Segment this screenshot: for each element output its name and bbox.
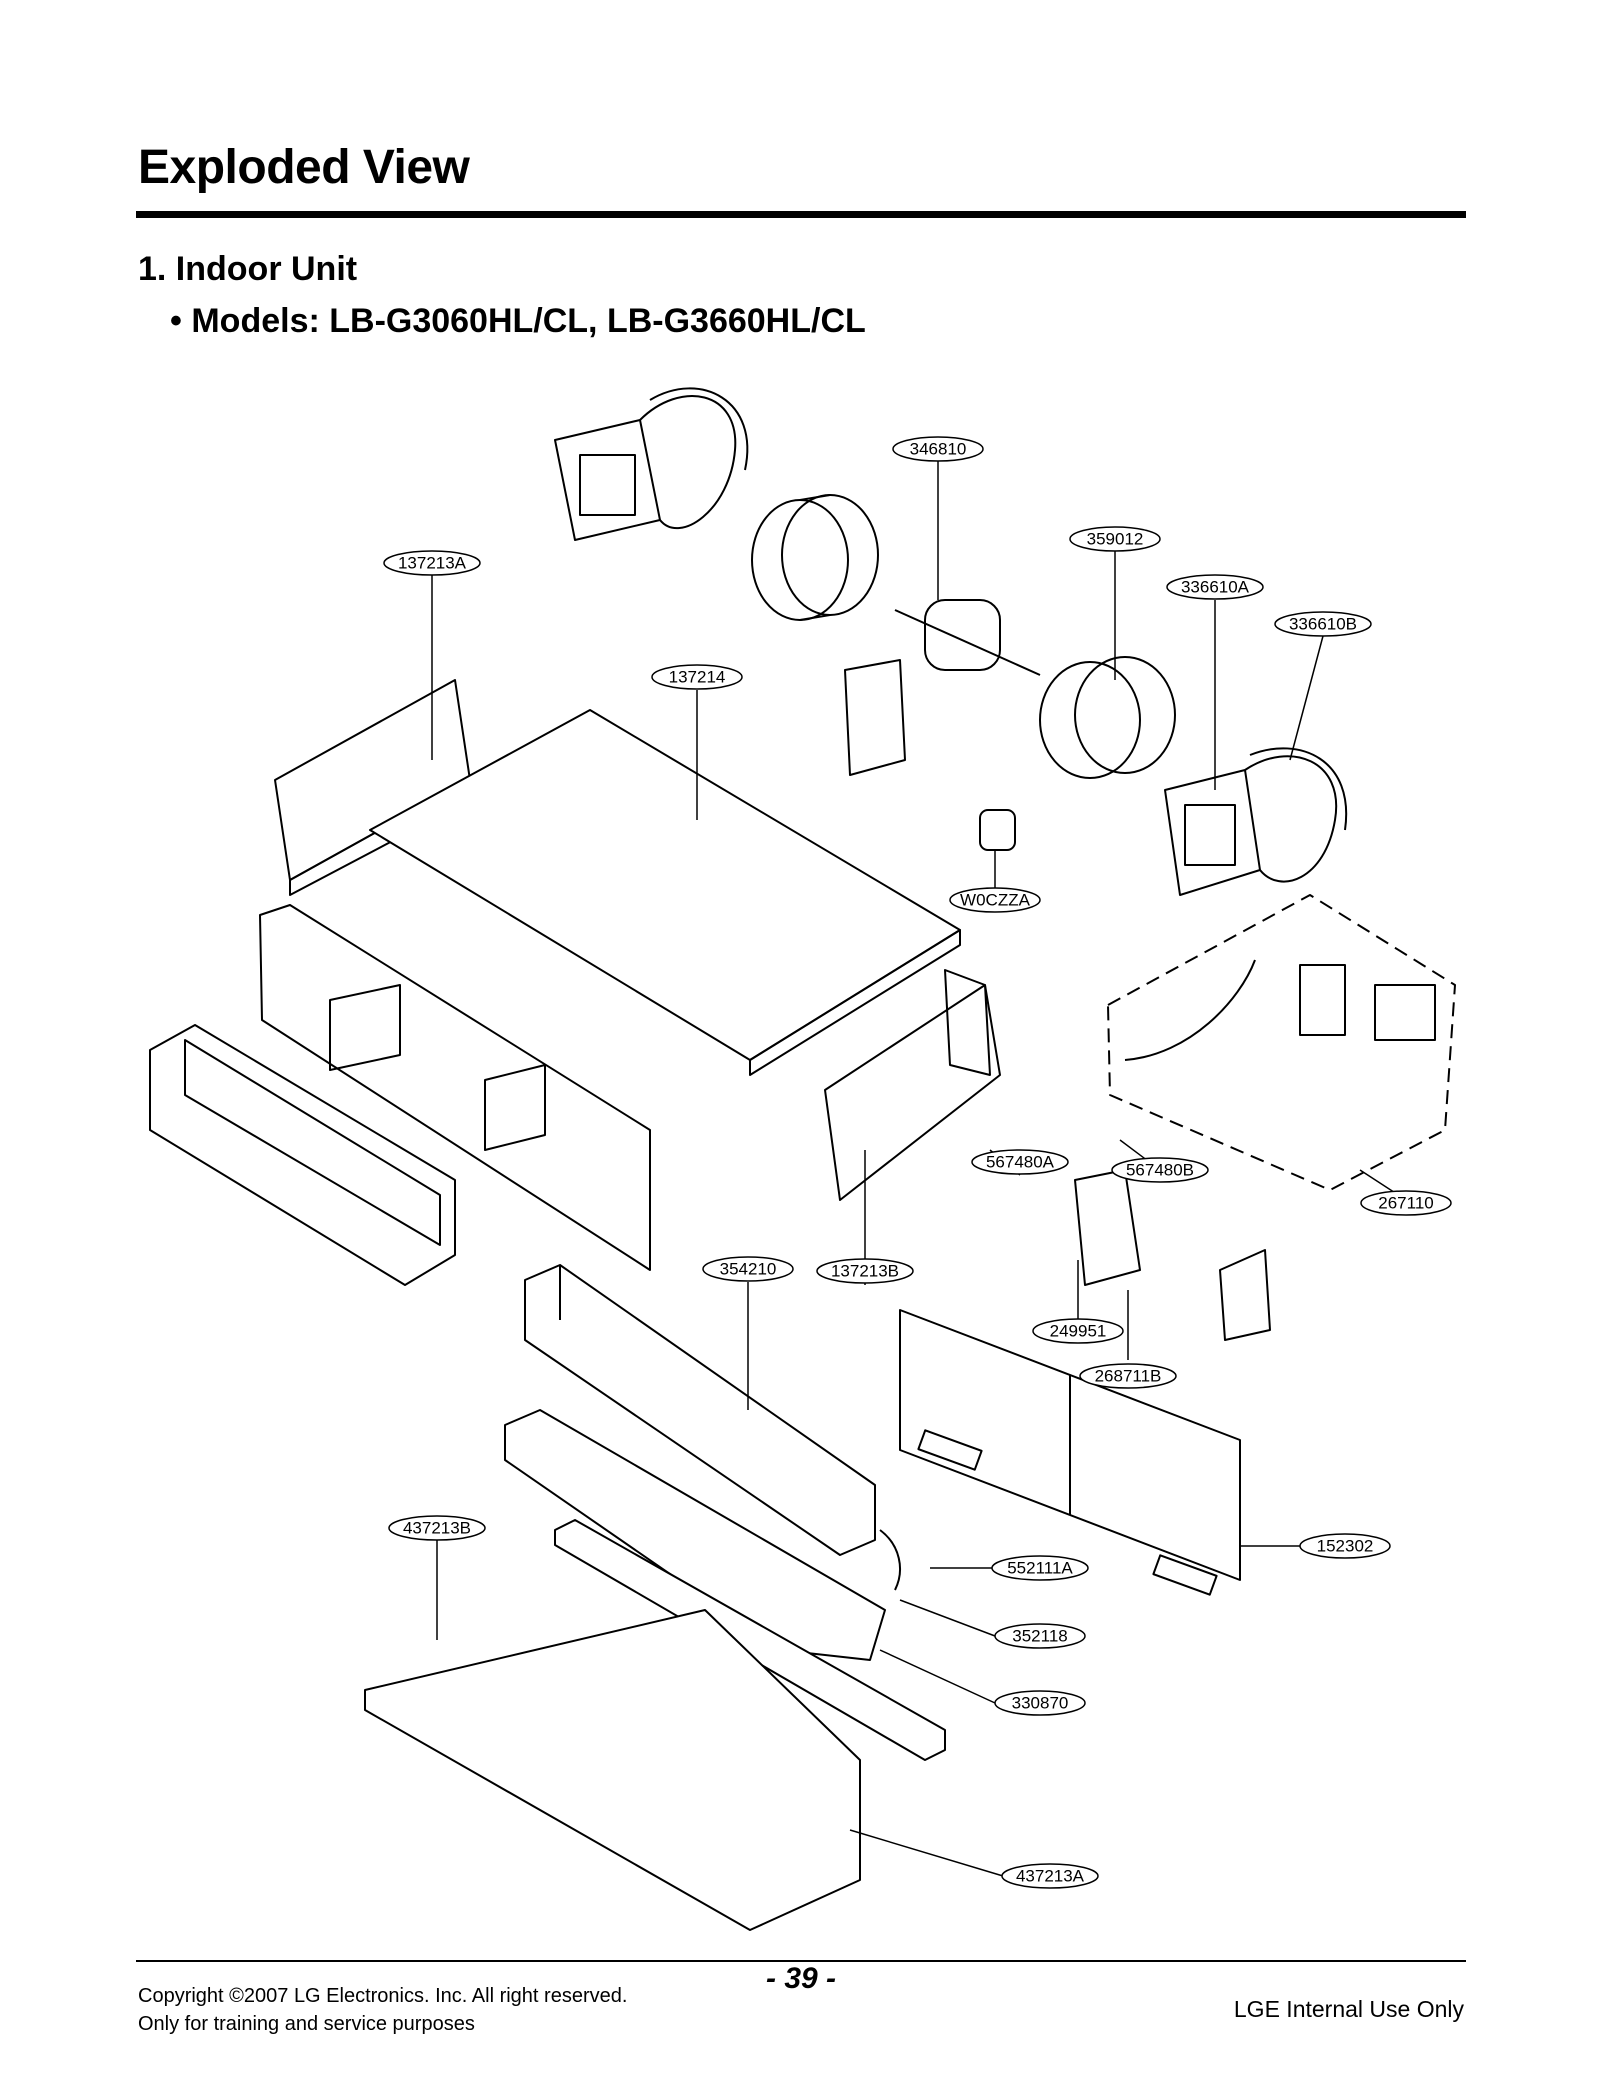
blower-wheel-right bbox=[1039, 656, 1176, 779]
part-label-359012: 359012 bbox=[1087, 530, 1144, 549]
control-box bbox=[1074, 1169, 1141, 1286]
duct-flange bbox=[149, 1024, 456, 1286]
capacitor bbox=[979, 809, 1016, 851]
footer-copyright-block: Copyright ©2007 LG Electronics. Inc. All… bbox=[138, 1982, 627, 2038]
filter-clip-lower bbox=[1152, 1554, 1218, 1596]
page-number: - 39 - bbox=[766, 1962, 837, 1995]
remote-controller-group bbox=[1107, 894, 1456, 1191]
part-label-336610b: 336610B bbox=[1289, 615, 1357, 634]
blower-wheel-left bbox=[751, 494, 879, 621]
part-label-336610a: 336610A bbox=[1181, 578, 1250, 597]
blower-housing-right bbox=[1164, 747, 1348, 896]
footer-purpose: Only for training and service purposes bbox=[138, 2013, 475, 2035]
models-line: • Models: LB-G3060HL/CL, LB-G3660HL/CL bbox=[170, 302, 866, 340]
motor-bracket bbox=[844, 659, 906, 776]
bottom-panel bbox=[364, 1609, 861, 1931]
page-title: Exploded View bbox=[138, 141, 470, 194]
part-label-152302: 152302 bbox=[1317, 1537, 1374, 1556]
heat-exchanger bbox=[524, 1264, 876, 1556]
title-divider bbox=[136, 211, 1466, 218]
fan-motor bbox=[894, 599, 1041, 676]
control-cover bbox=[1219, 1249, 1271, 1341]
blower-housing-left bbox=[554, 387, 749, 541]
footer-divider bbox=[136, 1960, 1466, 1962]
footer-internal-use: LGE Internal Use Only bbox=[1233, 1996, 1464, 2022]
part-label-w0czza: W0CZZA bbox=[960, 891, 1031, 910]
drain-pan bbox=[504, 1409, 886, 1661]
part-label-552111a: 552111A bbox=[1007, 1559, 1073, 1578]
part-label-137214: 137214 bbox=[669, 668, 726, 687]
footer-copyright: Copyright ©2007 LG Electronics. Inc. All… bbox=[138, 1985, 628, 2007]
part-label-346810: 346810 bbox=[910, 440, 967, 459]
air-filter bbox=[899, 1309, 1241, 1581]
part-label-352118: 352118 bbox=[1012, 1627, 1067, 1646]
part-label-437213a: 437213A bbox=[1016, 1867, 1085, 1886]
part-label-330870: 330870 bbox=[1012, 1694, 1069, 1713]
part-label-137213b: 137213B bbox=[831, 1262, 899, 1281]
part-label-137213a: 137213A bbox=[398, 554, 467, 573]
front-panel bbox=[259, 904, 651, 1271]
bottom-rail bbox=[554, 1519, 946, 1761]
part-label-567480b: 567480B bbox=[1126, 1161, 1194, 1180]
part-label-354210: 354210 bbox=[720, 1260, 777, 1279]
part-label-268711b: 268711B bbox=[1095, 1367, 1162, 1386]
part-label-567480a: 567480A bbox=[986, 1153, 1055, 1172]
drain-pipe bbox=[879, 1529, 901, 1591]
filter-clip-upper bbox=[917, 1429, 983, 1471]
side-panel-right bbox=[824, 969, 1001, 1201]
top-plate bbox=[369, 709, 961, 1076]
part-label-267110: 267110 bbox=[1378, 1194, 1433, 1213]
section-title: 1. Indoor Unit bbox=[138, 250, 358, 288]
part-label-249951: 249951 bbox=[1050, 1322, 1107, 1341]
part-label-437213b: 437213B bbox=[403, 1519, 471, 1538]
